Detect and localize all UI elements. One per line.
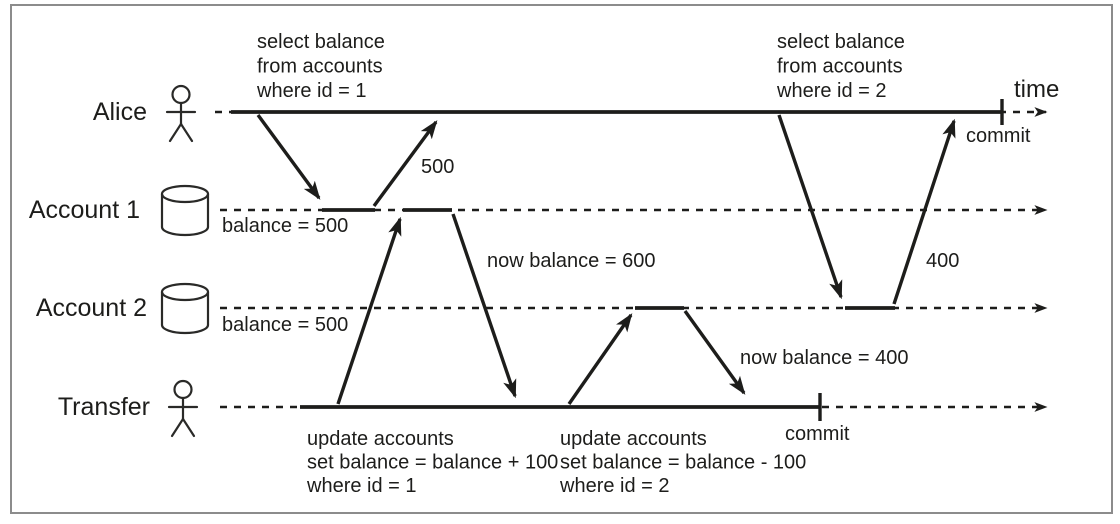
query2-result-label: 400 [926, 250, 959, 272]
account2-initial-balance: balance = 500 [222, 314, 348, 336]
alice-commit-label: commit [966, 125, 1031, 147]
lane-label-alice: Alice [93, 98, 147, 126]
lane-label-account1: Account 1 [29, 196, 140, 224]
arrow-transfer-update2-response [683, 310, 746, 395]
arrow-transfer-update1-request [336, 216, 402, 405]
arrow-transfer-update1-response [451, 213, 517, 399]
account1-new-balance: now balance = 600 [487, 250, 655, 272]
svg-text:where id = 1: where id = 1 [306, 475, 417, 497]
svg-text:where id = 2: where id = 2 [776, 80, 887, 102]
svg-text:select balance: select balance [257, 31, 385, 53]
svg-text:where id = 1: where id = 1 [256, 80, 367, 102]
account1-initial-balance: balance = 500 [222, 215, 348, 237]
person-icon [165, 84, 197, 143]
diagram-border [10, 4, 1113, 514]
svg-text:from accounts: from accounts [257, 56, 383, 78]
svg-text:select balance: select balance [777, 31, 905, 53]
timeline-alice [215, 99, 1048, 125]
person-icon [167, 379, 199, 438]
update1-annotation: update accounts set balance = balance + … [306, 428, 558, 497]
svg-text:update accounts: update accounts [307, 428, 454, 450]
query1-annotation: select balance from accounts where id = … [256, 31, 385, 102]
arrow-alice-query1-request [256, 113, 321, 200]
arrow-alice-query2-request [777, 114, 843, 300]
query1-result-label: 500 [421, 156, 454, 178]
query2-annotation: select balance from accounts where id = … [776, 31, 905, 102]
arrow-alice-query2-response [892, 118, 956, 305]
arrow-transfer-update2-request [567, 313, 633, 405]
timeline-transfer [220, 393, 1048, 421]
time-axis-label: time [1014, 76, 1059, 103]
account2-new-balance: now balance = 400 [740, 347, 908, 369]
svg-text:set balance = balance - 100: set balance = balance - 100 [560, 452, 806, 474]
lane-label-account2: Account 2 [36, 294, 147, 322]
svg-text:where id = 2: where id = 2 [559, 475, 670, 497]
database-icon [160, 184, 210, 237]
lane-label-transfer: Transfer [58, 393, 150, 421]
update2-annotation: update accounts set balance = balance - … [559, 428, 806, 497]
svg-text:update accounts: update accounts [560, 428, 707, 450]
database-icon [160, 282, 210, 335]
svg-text:set balance = balance + 100: set balance = balance + 100 [307, 452, 558, 474]
svg-text:from accounts: from accounts [777, 56, 903, 78]
arrow-alice-query1-response [372, 120, 438, 208]
transfer-commit-label: commit [785, 423, 850, 445]
